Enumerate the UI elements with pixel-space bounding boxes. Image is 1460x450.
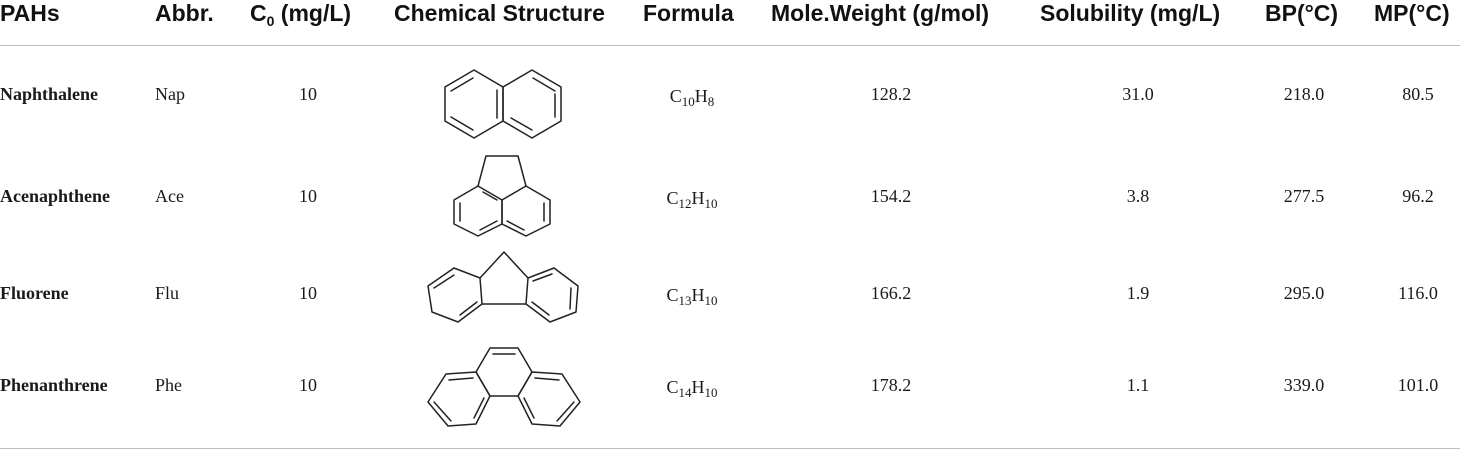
formula-carbon: C (666, 377, 679, 397)
pah-solubility: 1.1 (1126, 375, 1150, 395)
header-structure: Chemical Structure (394, 0, 605, 26)
formula-hydrogen-count: 10 (704, 385, 718, 400)
header-c0-symbol: C (250, 0, 267, 26)
formula-hydrogen-count: 10 (704, 293, 718, 308)
header-divider (0, 45, 1460, 46)
pah-abbr: Nap (155, 84, 185, 104)
formula-carbon: C (669, 86, 682, 106)
formula-hydrogen: H (691, 377, 705, 397)
formula-carbon-count: 10 (681, 94, 695, 109)
formula-carbon-count: 12 (678, 196, 692, 211)
formula-carbon-count: 13 (678, 293, 692, 308)
pah-abbr: Phe (155, 375, 182, 395)
phenanthrene-structure-icon (424, 344, 584, 432)
formula-hydrogen: H (691, 188, 705, 208)
header-bp: BP(°C) (1265, 0, 1339, 26)
header-solubility: Solubility (mg/L) (1040, 0, 1221, 26)
formula-carbon: C (666, 188, 679, 208)
pah-name: Phenanthrene (0, 375, 108, 395)
header-formula: Formula (643, 0, 734, 26)
pah-solubility: 31.0 (1122, 84, 1154, 104)
formula-carbon-count: 14 (678, 385, 692, 400)
phenanthrene-structure-svg (427, 347, 581, 427)
pah-solubility: 3.8 (1126, 186, 1150, 206)
pah-c0: 10 (299, 186, 317, 206)
pah-name: Naphthalene (0, 84, 99, 104)
pah-c0: 10 (299, 375, 317, 395)
pah-mw: 178.2 (870, 375, 912, 395)
pah-bp: 339.0 (1283, 375, 1325, 395)
naphthalene-structure-svg (444, 69, 562, 139)
header-c0-subscript: 0 (266, 13, 275, 29)
pah-mw: 166.2 (870, 283, 912, 303)
pah-mp: 101.0 (1397, 375, 1439, 395)
header-pahs: PAHs (0, 0, 60, 26)
pah-formula: C12H10 (666, 188, 718, 211)
acenaphthene-structure-icon (450, 154, 560, 238)
fluorene-structure-svg (427, 251, 579, 323)
pah-name: Fluorene (0, 283, 69, 303)
formula-carbon: C (666, 285, 679, 305)
header-mw: Mole.Weight (g/mol) (771, 0, 990, 26)
pah-bp: 295.0 (1283, 283, 1325, 303)
header-c0-unit: (mg/L) (274, 0, 352, 26)
pah-abbr: Flu (155, 283, 180, 303)
pah-solubility: 1.9 (1126, 283, 1150, 303)
header-abbr: Abbr. (155, 0, 214, 26)
pah-formula: C13H10 (666, 285, 718, 308)
pah-bp: 277.5 (1283, 186, 1325, 206)
table-bottom-rule (0, 448, 1460, 449)
formula-hydrogen-count: 8 (707, 94, 715, 109)
formula-hydrogen-count: 10 (704, 196, 718, 211)
pah-mp: 116.0 (1398, 283, 1438, 303)
header-c0: C0 (mg/L) (250, 0, 352, 29)
acenaphthene-structure-svg (453, 155, 551, 237)
pah-abbr: Ace (155, 186, 184, 206)
pah-mp: 80.5 (1402, 84, 1434, 104)
fluorene-structure-icon (424, 250, 584, 326)
formula-hydrogen: H (691, 285, 705, 305)
pah-mp: 96.2 (1402, 186, 1434, 206)
pah-name: Acenaphthene (0, 186, 111, 206)
pah-formula: C14H10 (666, 377, 718, 400)
pah-formula: C10H8 (669, 86, 715, 109)
pah-bp: 218.0 (1283, 84, 1325, 104)
pah-c0: 10 (299, 283, 317, 303)
pah-mw: 128.2 (870, 84, 912, 104)
header-mp: MP(°C) (1374, 0, 1450, 26)
formula-hydrogen: H (694, 86, 708, 106)
pah-c0: 10 (299, 84, 317, 104)
pah-mw: 154.2 (870, 186, 912, 206)
naphthalene-structure-icon (440, 66, 570, 142)
